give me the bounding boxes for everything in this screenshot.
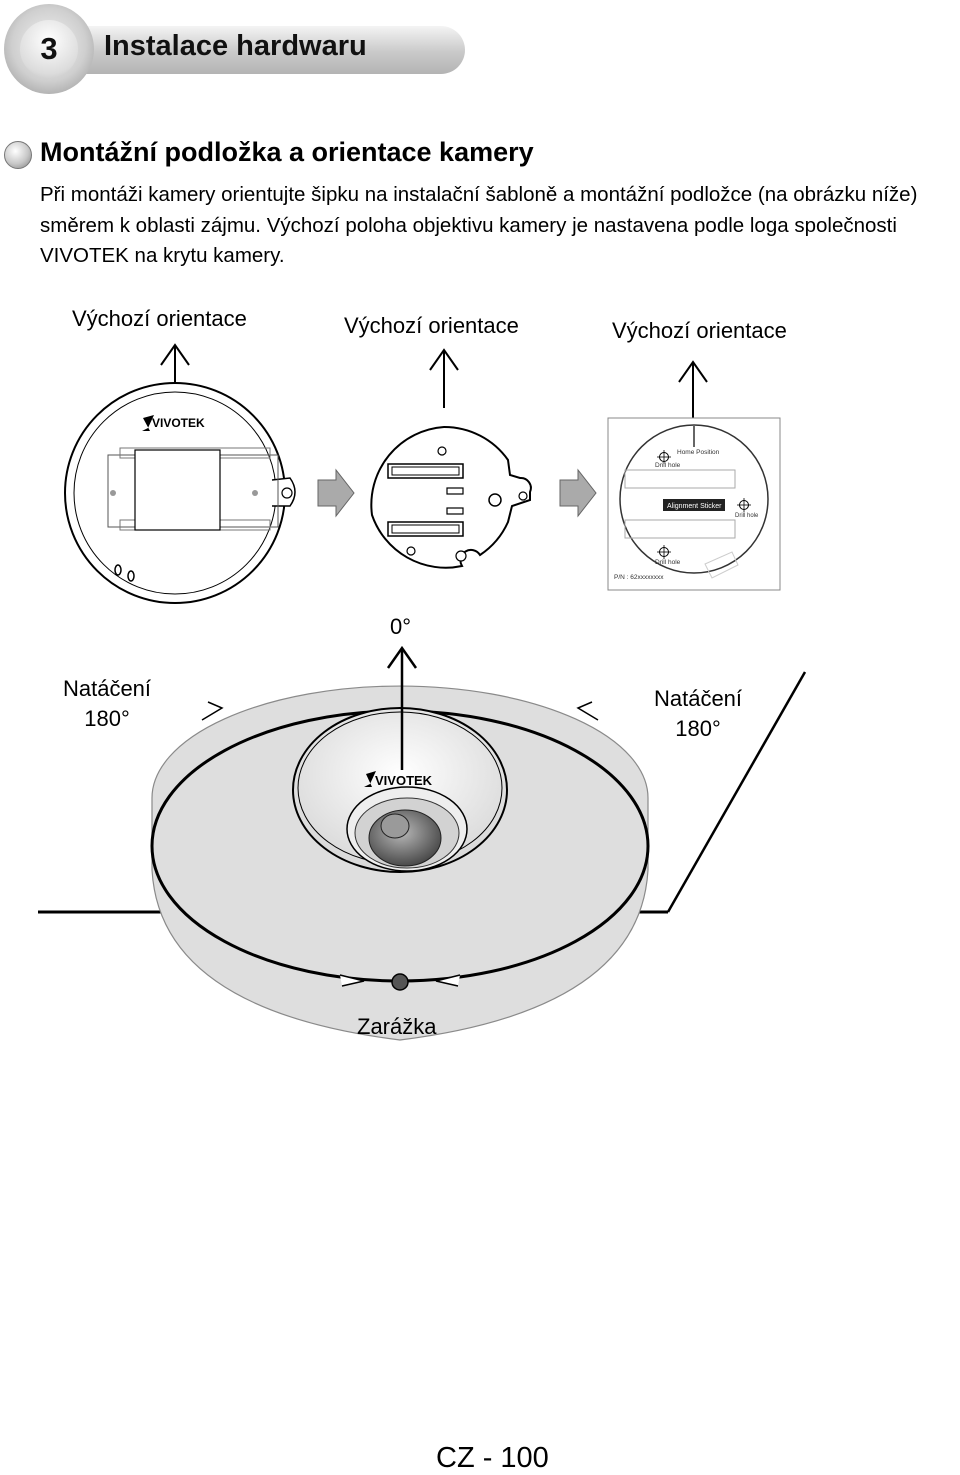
camera-dome-drawing xyxy=(292,707,508,873)
page-number: CZ - 100 xyxy=(436,1442,549,1474)
section-paragraph: Při montáži kamery orientujte šipku na i… xyxy=(40,183,918,267)
orientation-arrow-icon-3 xyxy=(678,360,708,425)
rotation-left-line1: Natáčení xyxy=(62,676,152,701)
section-bullet-icon xyxy=(4,141,32,169)
section-title: Montážní podložka a orientace kamery xyxy=(40,137,534,167)
stopper-icon xyxy=(391,973,409,991)
rotation-left-label: Natáčení 180° xyxy=(52,674,162,734)
alignment-template-drawing xyxy=(607,417,781,591)
brand-logo-dome: VIVOTEK xyxy=(375,773,433,788)
alignment-sticker-text: Alignment Sticker xyxy=(667,503,722,510)
drill-hole-text-1: Drill hole xyxy=(655,462,681,469)
default-orientation-label-2: Výchozí orientace xyxy=(344,313,519,338)
default-orientation-label-1: Výchozí orientace xyxy=(72,306,247,331)
chapter-number: 3 xyxy=(40,31,58,66)
stopper-label: Zarážka xyxy=(357,1014,437,1039)
zero-degree-arrow-icon xyxy=(386,645,418,770)
rotation-arrowheads xyxy=(201,701,599,987)
rotation-right-line1: Natáčení xyxy=(653,686,743,711)
mounting-bracket-drawing xyxy=(370,425,532,569)
header-bar xyxy=(40,26,465,74)
arrow-right-icon-2 xyxy=(559,468,597,518)
part-number-text: P/N : 62xxxxxxxx xyxy=(614,574,664,581)
drill-hole-text-2: Drill hole xyxy=(735,513,759,519)
zero-degree-label: 0° xyxy=(390,614,412,639)
arrow-right-icon-1 xyxy=(317,468,355,518)
camera-base-drawing xyxy=(64,382,296,604)
rotation-left-line2: 180° xyxy=(84,706,130,731)
chapter-badge: 3 xyxy=(4,4,94,94)
rotation-right-line2: 180° xyxy=(675,716,721,741)
orientation-arrow-icon-2 xyxy=(429,348,459,408)
home-position-text: Home Position xyxy=(677,449,720,456)
chapter-title: Instalace hardwaru xyxy=(104,30,367,62)
default-orientation-label-3: Výchozí orientace xyxy=(612,318,787,343)
rotation-right-label: Natáčení 180° xyxy=(643,684,753,744)
brand-logo-top: VIVOTEK xyxy=(152,416,205,430)
drill-hole-text-3: Drill hole xyxy=(655,559,681,566)
